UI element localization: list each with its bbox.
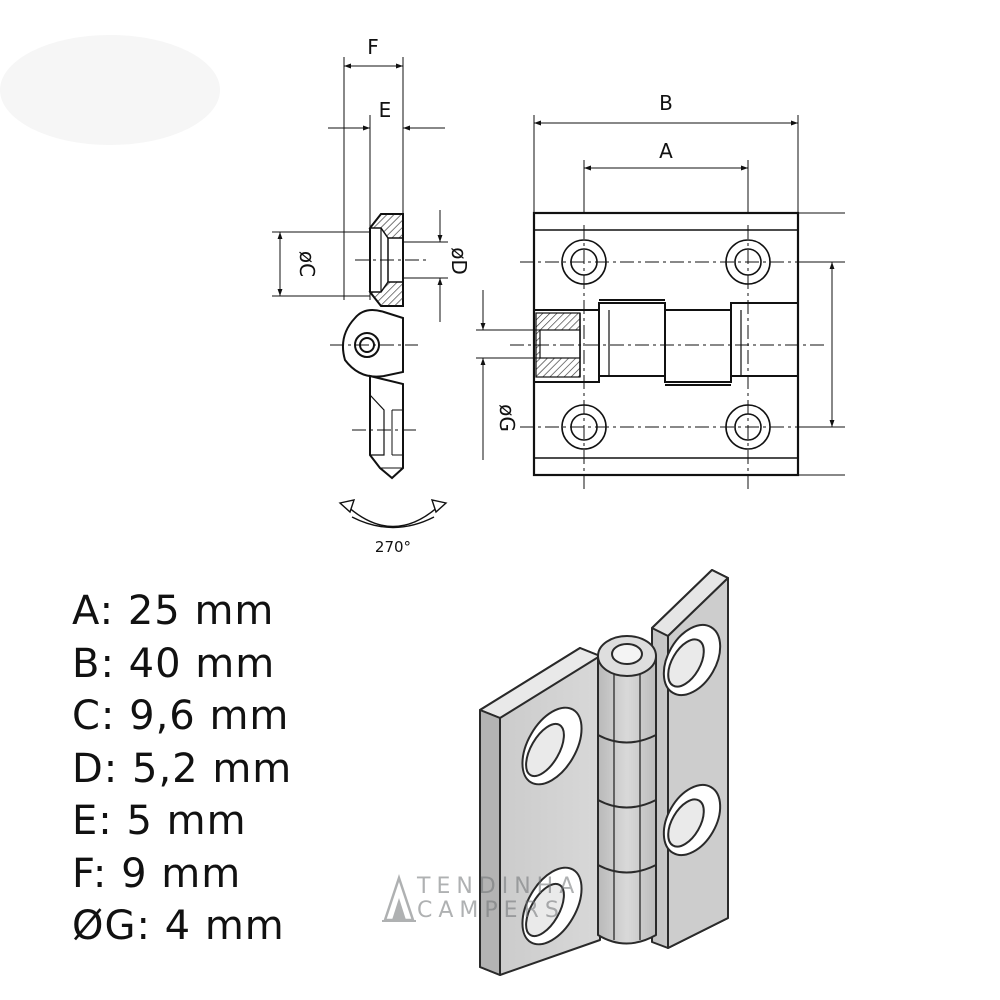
- tent-icon: [382, 874, 416, 922]
- dim-b-label: B: [659, 91, 673, 115]
- dim-g-label: øG: [495, 404, 519, 432]
- dim-f-label: F: [367, 35, 379, 59]
- side-view: [272, 57, 448, 480]
- spec-list: A: 25 mm B: 40 mm C: 9,6 mm D: 5,2 mm E:…: [72, 585, 292, 953]
- spec-d: D: 5,2 mm: [72, 745, 293, 792]
- rotation-arrow-icon: [338, 499, 448, 529]
- spec-g: ØG: 4 mm: [72, 903, 285, 949]
- dim-c-label: øC: [295, 251, 319, 277]
- spec-a: A: 25 mm: [72, 588, 275, 634]
- spec-e: E: 5 mm: [72, 798, 247, 844]
- watermark-line-1: TENDINHA: [417, 874, 581, 899]
- dim-a-label: A: [659, 139, 673, 163]
- front-view: [476, 115, 845, 492]
- watermark-line-2: CAMPERS: [417, 898, 565, 923]
- spec-b: B: 40 mm: [72, 640, 276, 687]
- dim-e-label: E: [379, 98, 392, 122]
- spec-c: C: 9,6 mm: [72, 693, 290, 739]
- dim-d-label: øD: [447, 247, 471, 275]
- hinge-3d-render: [479, 569, 729, 976]
- spec-f: F: 9 mm: [72, 850, 242, 897]
- watermark-logo: TENDINHA CAMPERS: [382, 874, 632, 926]
- background-smudge: [0, 35, 220, 145]
- rotation-angle-label: 270°: [375, 538, 411, 556]
